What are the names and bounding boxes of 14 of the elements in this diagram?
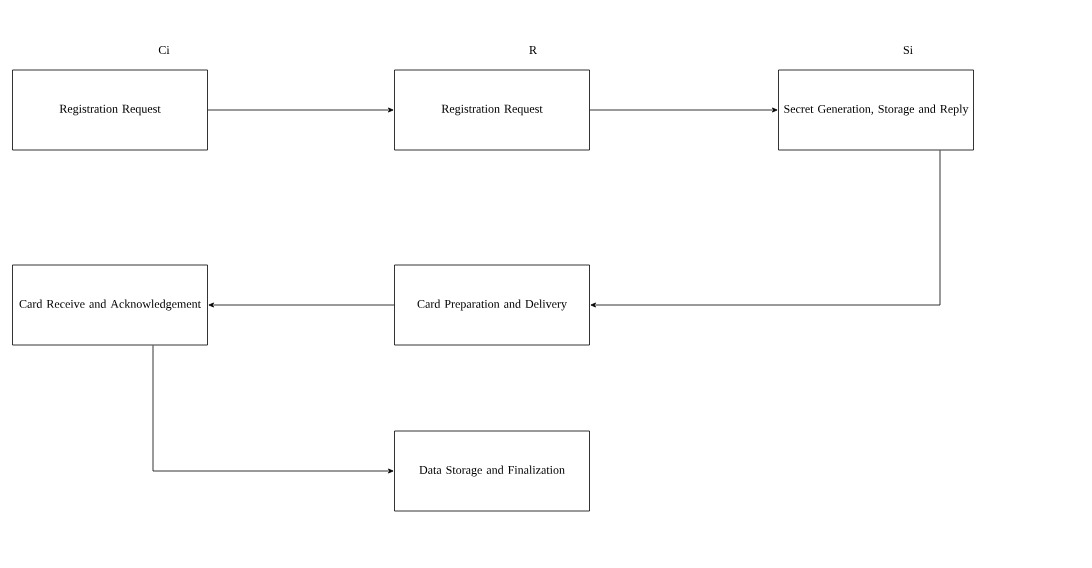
arrow: [208, 302, 395, 308]
process-box: Registration Request: [394, 69, 590, 151]
column-label: Si: [903, 45, 913, 55]
process-box: Card Preparation and Delivery: [394, 264, 590, 346]
process-box: Registration Request: [12, 69, 208, 151]
column-label: Ci: [158, 45, 170, 55]
arrow: [589, 107, 778, 113]
arrow: [590, 150, 941, 308]
process-box: Card Receive and Acknowledgement: [12, 264, 208, 346]
process-box: Data Storage and Finalization: [394, 430, 590, 512]
arrow: [152, 345, 394, 474]
column-label: R: [529, 46, 537, 54]
arrow: [207, 107, 394, 113]
process-box: Secret Generation, Storage and Reply: [778, 69, 974, 151]
